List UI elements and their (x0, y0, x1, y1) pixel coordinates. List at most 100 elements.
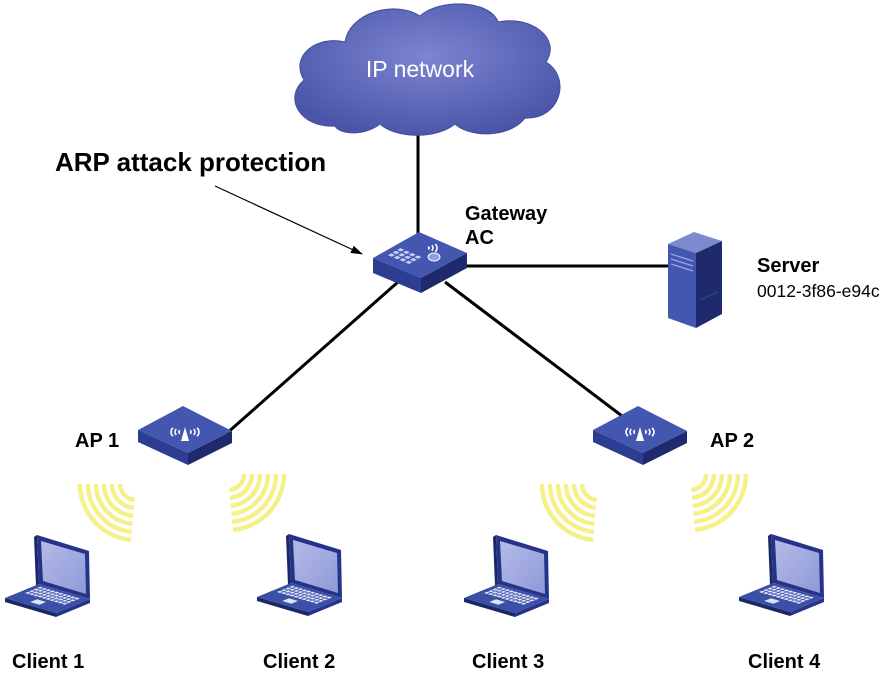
wireless-wave-arc (691, 473, 717, 501)
keyboard-key (73, 597, 80, 600)
keypad-key (414, 255, 422, 259)
keyboard-key (289, 594, 296, 597)
keyboard-key (33, 588, 40, 591)
keyboard-key (301, 597, 308, 601)
wifi-icon (427, 243, 438, 253)
wireless-wave-arc (109, 483, 135, 511)
keyboard-key (49, 596, 56, 599)
keyboard-key (61, 599, 68, 602)
keyboard-key (313, 592, 320, 596)
keyboard-key (41, 593, 48, 596)
ap2-label: AP 2 (710, 430, 754, 452)
keyboard-key (61, 596, 68, 599)
keyboard-key (301, 589, 308, 592)
keyboard-key (317, 599, 324, 603)
keyboard-key (775, 586, 782, 590)
client3-label: Client 3 (472, 651, 544, 673)
keypad-key (402, 250, 410, 255)
wireless-wave-arc (691, 473, 709, 493)
keyboard-key (65, 600, 72, 604)
keyboard-key (301, 595, 308, 598)
link-gateway-to-ap2 (444, 280, 627, 421)
keyboard-key (803, 595, 810, 598)
laptop-base-side (56, 599, 90, 617)
keyboard-key (45, 594, 52, 598)
annotation-text: ARP attack protection (55, 147, 326, 177)
ac-keypad (387, 248, 422, 265)
laptop-base-front (464, 598, 515, 617)
access-controller-icon (373, 232, 467, 293)
keyboard-key (65, 595, 72, 598)
keyboard-key (779, 591, 786, 594)
keyboard-key (524, 595, 531, 598)
keyboard-key (37, 595, 44, 598)
keyboard-key (45, 592, 52, 595)
keypad-key (409, 257, 417, 262)
keyboard-key (49, 598, 56, 602)
client1-label: Client 1 (12, 651, 84, 673)
laptop-base-side (308, 598, 342, 616)
antenna-icon (636, 427, 644, 441)
server-top-face (668, 232, 722, 253)
laptop-lid-edge (286, 534, 291, 585)
links (225, 126, 670, 436)
keyboard-key (57, 598, 64, 601)
keyboard-key (799, 597, 806, 600)
keyboard-key (807, 596, 814, 599)
wireless-wave-arc (229, 473, 247, 493)
cloud-icon (294, 3, 561, 136)
wireless-wave-arc (77, 483, 132, 543)
keyboard-key (775, 595, 782, 598)
wireless-access-point-icon (593, 406, 687, 465)
keyboard-key (293, 586, 300, 590)
keyboard-key (305, 599, 312, 602)
keyboard-key (492, 591, 499, 594)
keyboard-key (297, 596, 304, 599)
keyboard (276, 585, 332, 604)
laptop-lid-edge (493, 535, 498, 586)
server-label: Server (757, 255, 819, 277)
gateway-label-line1: Gateway (465, 203, 548, 225)
wireless-signal-icon (539, 483, 597, 543)
laptop-screen (775, 540, 820, 593)
keyboard-key (57, 592, 64, 595)
keyboard-key (305, 596, 312, 599)
keyboard-key (309, 594, 316, 597)
ac-top-face (373, 232, 467, 278)
ap-right-face (188, 431, 232, 465)
globe-icon (427, 252, 441, 262)
link-gateway-to-ap1 (225, 280, 399, 436)
keyboard-key (528, 599, 535, 602)
touchpad (489, 599, 506, 605)
wireless-wave-arc (555, 483, 595, 527)
wireless-wave-arc (229, 473, 255, 501)
keyboard-key (500, 587, 507, 591)
wireless-wave-arc (694, 473, 749, 533)
keyboard-key (289, 585, 296, 588)
keyboard-key (787, 596, 794, 599)
ac-right-face (421, 253, 467, 293)
keypad-key (404, 255, 412, 260)
keyboard-key (516, 598, 523, 601)
wireless-wave-arc (231, 473, 279, 525)
keyboard-key (305, 593, 312, 596)
laptop-screen (500, 541, 545, 594)
keyboard-key (280, 589, 288, 592)
keyboard-key (512, 591, 519, 594)
ip-network-cloud: IP network (294, 3, 561, 136)
keyboard-key (487, 590, 495, 593)
wireless-wave-arc (231, 473, 271, 517)
keyboard-key (321, 598, 328, 601)
keyboard-key (41, 587, 48, 591)
keyboard-key (45, 597, 52, 600)
keyboard-key (309, 597, 316, 600)
keyboard-key (799, 599, 806, 603)
keyboard-key (516, 592, 523, 595)
keyboard-key (512, 594, 519, 597)
keyboard-key (771, 591, 778, 594)
keyboard-key (767, 593, 774, 596)
keyboard-key (520, 596, 527, 599)
keyboard-key (500, 596, 507, 599)
keyboard-key (787, 599, 794, 602)
